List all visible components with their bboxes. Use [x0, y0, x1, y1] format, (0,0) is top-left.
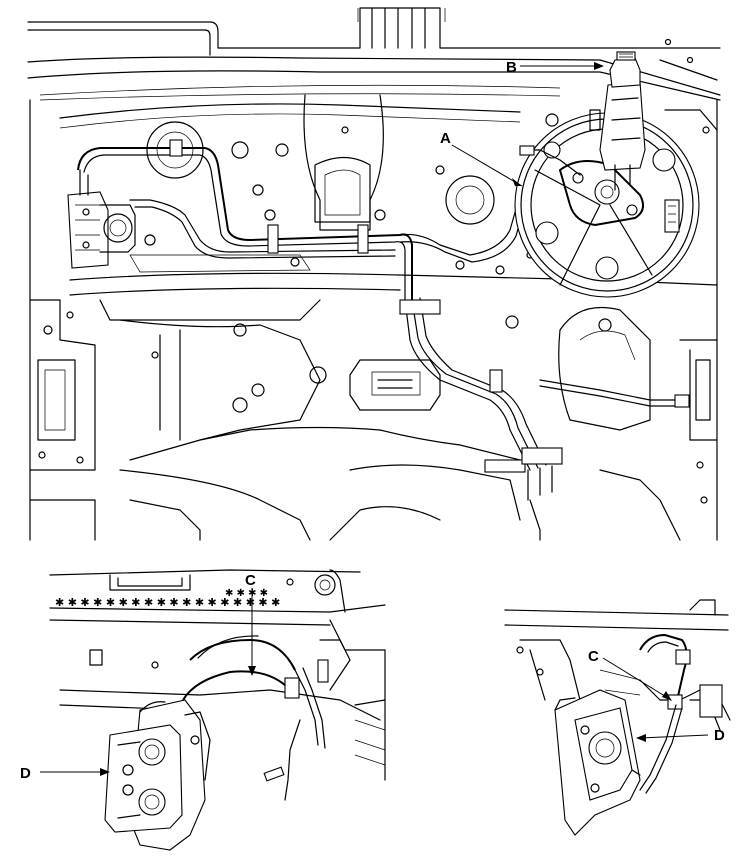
- callout-c-right-label: C: [588, 648, 599, 665]
- master-cylinder: [519, 51, 646, 191]
- front-caliper-view: ✱ ✱ ✱ ✱ ✱ ✱ ✱ ✱ ✱ ✱ ✱ ✱ ✱ ✱ ✱ ✱ ✱ ✱ ✱ ✱ …: [49, 569, 386, 851]
- callout-c-left: C: [245, 572, 256, 676]
- abs-module: [67, 169, 136, 269]
- svg-text:✱ ✱ ✱ ✱ ✱ ✱ ✱ ✱ ✱ ✱ ✱ ✱ ✱: ✱ ✱ ✱ ✱ ✱ ✱ ✱ ✱ ✱ ✱ ✱ ✱ ✱ ✱ ✱ ✱ ✱ ✱: [55, 596, 280, 609]
- callout-d-left: D: [20, 765, 110, 782]
- callout-c-right: C: [588, 648, 672, 701]
- callout-c-left-label: C: [245, 572, 256, 589]
- callout-d-left-label: D: [20, 765, 31, 782]
- svg-text:✱ ✱ ✱ ✱: ✱ ✱ ✱ ✱: [225, 588, 268, 599]
- main-view: [27, 5, 721, 542]
- callout-d-right: D: [636, 727, 725, 744]
- rear-caliper-view: [504, 599, 731, 836]
- brake-line-bundle: [77, 139, 566, 301]
- rear-brake-caliper: [554, 689, 641, 836]
- sealer-marks: ✱ ✱ ✱ ✱ ✱ ✱ ✱ ✱ ✱ ✱ ✱ ✱ ✱ ✱ ✱ ✱ ✱ ✱ ✱ ✱ …: [55, 588, 280, 609]
- callout-b-label: B: [506, 59, 517, 76]
- front-brake-caliper: [104, 699, 211, 851]
- callout-a: A: [440, 130, 523, 187]
- callout-d-right-label: D: [714, 727, 725, 744]
- callout-a-label: A: [440, 130, 451, 147]
- callout-b: B: [506, 59, 604, 76]
